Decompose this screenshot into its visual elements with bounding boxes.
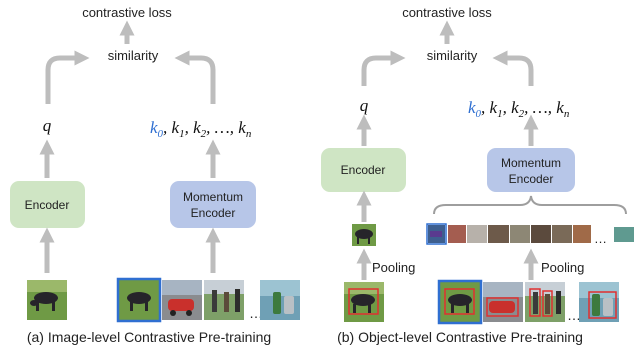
key-k1-b: , k — [481, 98, 498, 117]
grouping-brace — [433, 195, 627, 215]
key-image-2-b — [525, 282, 565, 322]
similarity-label-b: similarity — [427, 48, 478, 63]
key-image-0-b — [437, 279, 483, 325]
key-kn-sub: n — [246, 128, 252, 140]
key-sequence-b: k0, k1, k2, …, kn — [468, 98, 570, 120]
key-crop-6 — [552, 225, 572, 243]
momentum-encoder-label-1-b: Momentum — [501, 156, 561, 170]
pooling-label-left: Pooling — [372, 260, 415, 275]
momentum-encoder-box — [170, 181, 256, 228]
encoder-box — [10, 181, 85, 228]
crop-ellipsis: … — [594, 231, 607, 246]
key-ellipsis-b: … — [567, 307, 581, 323]
key-image-0 — [116, 277, 162, 323]
key-k1-sub: 1 — [179, 128, 185, 140]
key-k0: k — [150, 118, 158, 137]
encoder-label-b: Encoder — [341, 163, 386, 177]
keys-to-similarity-arrow-b — [492, 50, 534, 86]
key-image-1-b — [483, 282, 523, 322]
key-k2: , k — [185, 118, 202, 137]
momentum-encoder-box-b — [487, 148, 575, 192]
key-kn: , …, k — [206, 118, 246, 137]
positive-key-highlight — [116, 277, 162, 323]
key-image-n — [260, 280, 300, 320]
key-ellipsis: … — [249, 305, 263, 321]
key-crop-3 — [488, 225, 509, 243]
key-crop-4 — [510, 225, 530, 243]
key-crop-5 — [531, 225, 551, 243]
pooled-query-crop — [352, 224, 376, 246]
keys-to-similarity-arrow — [174, 50, 216, 104]
key-k0-sub: 0 — [158, 128, 164, 140]
query-image — [27, 280, 67, 320]
contrastive-loss-label-b: contrastive loss — [402, 5, 492, 20]
pooling-label-right: Pooling — [541, 260, 584, 275]
similarity-label: similarity — [108, 48, 159, 63]
key-image-n-b — [579, 282, 619, 322]
momentum-encoder-label-2-b: Encoder — [509, 172, 554, 186]
key-crop-n — [614, 227, 634, 242]
key-crop-0 — [426, 223, 447, 245]
query-to-similarity-arrow — [45, 50, 90, 104]
pooled-key-crops: … — [426, 223, 634, 246]
encoder-box-b — [321, 148, 406, 192]
key-image-strip-b: … — [437, 279, 619, 325]
key-k2-sub: 2 — [201, 128, 207, 140]
encoder-label: Encoder — [25, 198, 70, 212]
query-image-b — [344, 282, 384, 322]
key-crop-7 — [573, 225, 591, 243]
momentum-encoder-label-2: Encoder — [191, 206, 236, 220]
object-box — [348, 288, 379, 315]
key-image-2 — [204, 280, 244, 320]
query-symbol-b: q — [360, 96, 369, 115]
key-sequence: k0, k1, k2, …, kn — [150, 118, 252, 140]
panel-object-level: contrastive loss similarity q k0, k1, k2… — [321, 5, 634, 345]
momentum-encoder-label-1: Momentum — [183, 190, 243, 204]
key-k0-b: k — [468, 98, 476, 117]
key-kn-sub-b: n — [564, 108, 570, 120]
query-symbol: q — [43, 116, 52, 135]
caption-a: (a) Image-level Contrastive Pre-training — [27, 329, 271, 345]
key-image-1 — [162, 280, 202, 320]
key-crop-2 — [467, 225, 487, 243]
key-k2-b: , k — [503, 98, 520, 117]
query-to-similarity-arrow-b — [361, 50, 406, 86]
key-crop-1 — [448, 225, 466, 243]
key-k1-sub-b: 1 — [497, 108, 503, 120]
panel-image-level: contrastive loss similarity q k0, k1, k2… — [10, 5, 300, 345]
key-k2-sub-b: 2 — [519, 108, 525, 120]
caption-b: (b) Object-level Contrastive Pre-trainin… — [337, 329, 583, 345]
key-image-strip: … — [116, 277, 300, 323]
key-k1: , k — [163, 118, 180, 137]
contrastive-loss-label: contrastive loss — [82, 5, 172, 20]
key-kn-b: , …, k — [524, 98, 564, 117]
key-k0-sub-b: 0 — [476, 108, 482, 120]
